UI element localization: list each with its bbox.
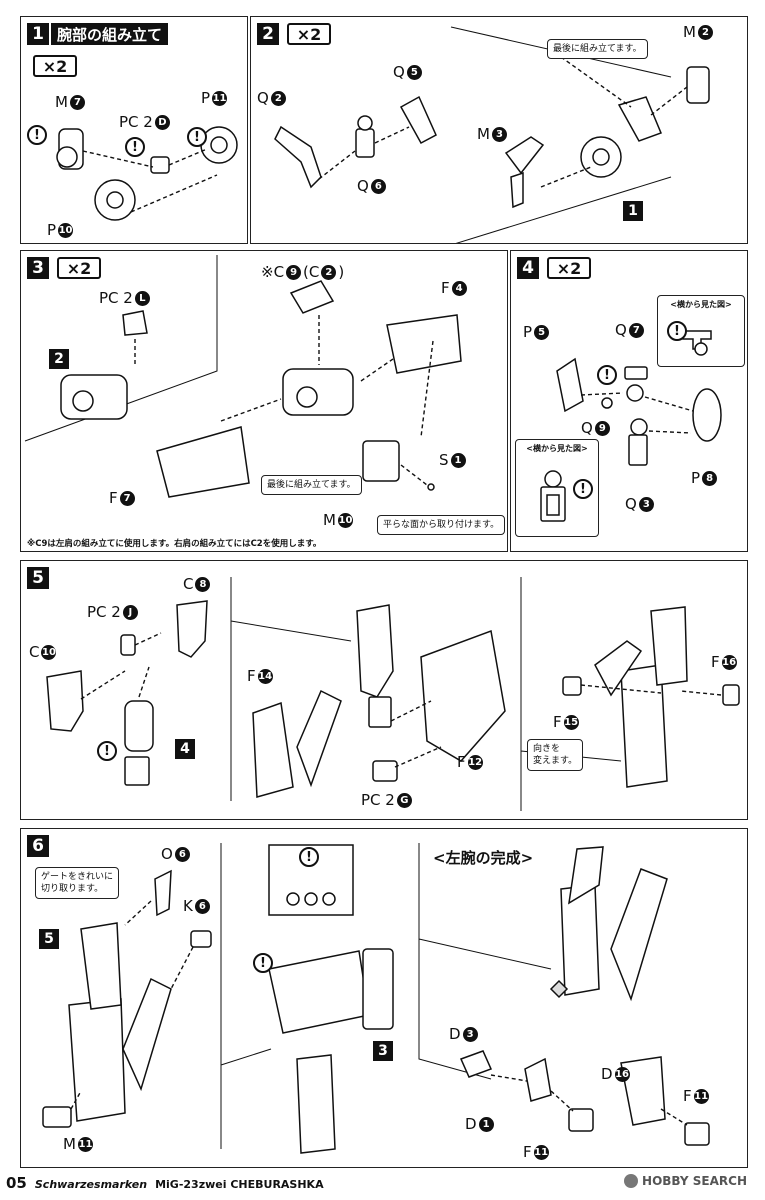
- callout-note: 平らな面から取り付けます。: [377, 515, 506, 535]
- side-view-box-top: <横から見た図>: [657, 295, 745, 367]
- subassembly-ref: 1: [623, 201, 643, 221]
- callout-note: ゲートをきれいに 切り取ります。: [35, 867, 120, 899]
- quantity-badge: ×2: [57, 257, 101, 279]
- caution-icon: !: [187, 127, 207, 147]
- quantity-badge: ×2: [287, 23, 331, 45]
- callout-note: 向きを 変えます。: [527, 739, 584, 771]
- step-1-illustration: [56, 126, 238, 221]
- step-title: 腕部の組み立て: [51, 23, 169, 45]
- completion-title: <左腕の完成>: [433, 849, 534, 867]
- caution-icon: !: [597, 365, 617, 385]
- caution-icon: !: [125, 137, 145, 157]
- watermark: HOBBY SEARCH: [624, 1174, 747, 1188]
- hobbysearch-logo-icon: [624, 1174, 639, 1188]
- footnote: ※C9は左肩の組み立てに使用します。右肩の組み立てにはC2を使用します。: [27, 539, 322, 549]
- step-number: 3: [27, 257, 49, 279]
- step-number: 4: [517, 257, 539, 279]
- callout-note: 最後に組み立てます。: [261, 475, 362, 495]
- quantity-badge: ×2: [33, 55, 77, 77]
- caution-icon: !: [299, 847, 319, 867]
- caution-icon: !: [97, 741, 117, 761]
- step-2-illustration: [274, 26, 710, 243]
- side-view-label: <横から見た図>: [526, 444, 588, 453]
- caution-icon: !: [573, 479, 593, 499]
- step-4-illustration: [540, 330, 722, 522]
- subassembly-ref: 3: [373, 1041, 393, 1061]
- page-number: 05: [6, 1174, 27, 1192]
- model-name: MiG-23zwei CHEBURASHKA: [155, 1178, 324, 1191]
- step-5-illustration: [46, 577, 740, 811]
- series-name: Schwarzesmarken: [34, 1178, 148, 1191]
- page-footer: 05 Schwarzesmarken MiG-23zwei CHEBURASHK…: [6, 1174, 324, 1192]
- callout-note: 最後に組み立てます。: [547, 39, 648, 59]
- subassembly-ref: 5: [39, 929, 59, 949]
- step-number: 5: [27, 567, 49, 589]
- caution-icon: !: [27, 125, 47, 145]
- step-6-illustration: [42, 843, 710, 1154]
- step-number: 6: [27, 835, 49, 857]
- quantity-badge: ×2: [547, 257, 591, 279]
- step-6-panel: 6 5 3 ! ! ゲートをきれいに 切り取ります。 <左腕の完: [20, 828, 748, 1168]
- caution-icon: !: [253, 953, 273, 973]
- caution-icon: !: [667, 321, 687, 341]
- side-view-label: <横から見た図>: [670, 300, 732, 309]
- step-number: 1: [27, 23, 49, 45]
- side-view-box-bottom: <横から見た図>: [515, 439, 599, 537]
- watermark-text: HOBBY SEARCH: [642, 1174, 747, 1188]
- step-3-illustration: [24, 255, 462, 498]
- subassembly-ref: 2: [49, 349, 69, 369]
- step-number: 2: [257, 23, 279, 45]
- subassembly-ref: 4: [175, 739, 195, 759]
